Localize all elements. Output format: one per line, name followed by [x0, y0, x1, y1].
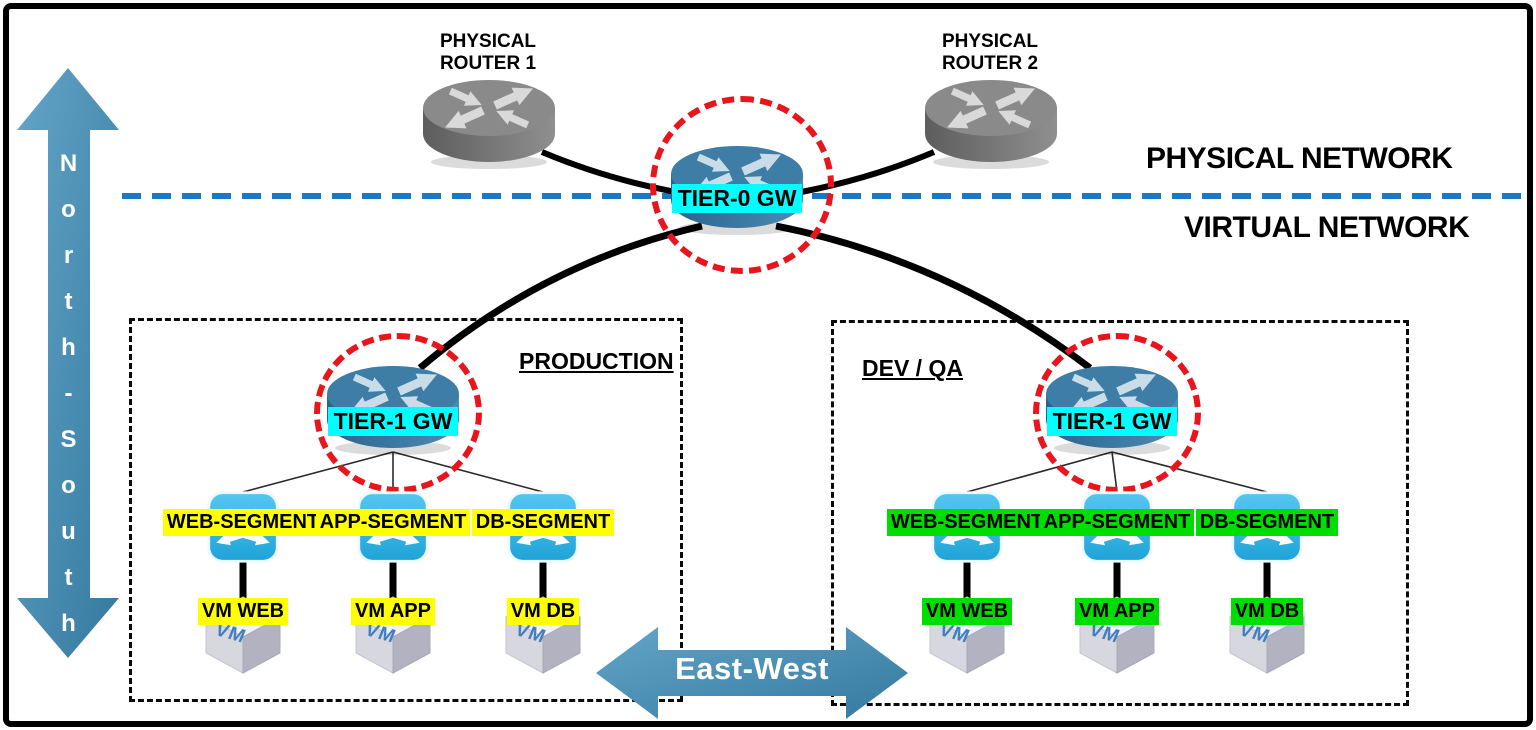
physical-router-1-icon — [423, 79, 555, 169]
physical-router-2-line2: ROUTER 2 — [941, 53, 1039, 74]
dev-web-segment-label: WEB-SEGMENT — [886, 509, 1048, 536]
production-zone-label: PRODUCTION — [519, 348, 674, 374]
physical-router-1-label: PHYSICAL ROUTER 1 — [408, 31, 568, 75]
dev-vm-app-label: VM APP — [1075, 598, 1159, 625]
prod-app-segment-label: APP-SEGMENT — [315, 509, 471, 536]
segment-label-wrap: APP-SEGMENT — [1037, 509, 1197, 536]
production-zone-box — [129, 318, 683, 702]
physical-router-2-label: PHYSICAL ROUTER 2 — [910, 31, 1070, 75]
vm-label-wrap: VM APP — [1042, 598, 1192, 625]
virtual-network-label: VIRTUAL NETWORK — [1184, 211, 1470, 244]
vm-label-wrap: VM DB — [468, 598, 618, 625]
prod-vm-app-label: VM APP — [351, 598, 435, 625]
segment-label-wrap: DB-SEGMENT — [1187, 509, 1347, 536]
tier0-gateway-label: TIER-0 GW — [671, 184, 803, 213]
north-south-arrow-icon — [17, 68, 119, 658]
tier1-production-label-wrap: TIER-1 GW — [303, 407, 483, 436]
tier0-gateway-ring — [650, 96, 834, 274]
north-south-label: North-South — [55, 150, 82, 656]
east-west-label: East-West — [675, 651, 829, 686]
east-west-arrow-icon — [596, 627, 908, 719]
segment-label-wrap: WEB-SEGMENT — [162, 509, 324, 536]
tier1-devqa-ring — [1033, 333, 1201, 493]
physical-router-2-line1: PHYSICAL — [941, 31, 1039, 52]
tier1-devqa-label: TIER-1 GW — [1046, 407, 1178, 436]
segment-label-wrap: DB-SEGMENT — [463, 509, 623, 536]
dev-vm-db-label: VM DB — [1230, 598, 1304, 625]
devqa-zone-label: DEV / QA — [862, 355, 963, 381]
tier0-gateway-label-wrap: TIER-0 GW — [647, 184, 827, 213]
devqa-zone-box — [831, 320, 1409, 706]
tier1-production-ring — [314, 333, 482, 493]
dev-vm-web-label: VM WEB — [921, 598, 1013, 625]
physical-router-2-icon — [925, 79, 1057, 169]
prod-vm-web-label: VM WEB — [197, 598, 289, 625]
vm-label-wrap: VM DB — [1192, 598, 1342, 625]
tier1-production-label: TIER-1 GW — [327, 407, 459, 436]
dev-db-segment-label: DB-SEGMENT — [1195, 509, 1339, 536]
tier1-devqa-label-wrap: TIER-1 GW — [1022, 407, 1202, 436]
prod-db-segment-label: DB-SEGMENT — [471, 509, 615, 536]
prod-web-segment-label: WEB-SEGMENT — [162, 509, 324, 536]
vm-label-wrap: VM WEB — [892, 598, 1042, 625]
segment-label-wrap: APP-SEGMENT — [313, 509, 473, 536]
segment-label-wrap: WEB-SEGMENT — [886, 509, 1048, 536]
vm-label-wrap: VM WEB — [168, 598, 318, 625]
physical-router-1-line2: ROUTER 1 — [439, 53, 537, 74]
dev-app-segment-label: APP-SEGMENT — [1039, 509, 1195, 536]
prod-vm-db-label: VM DB — [506, 598, 580, 625]
physical-router-1-line1: PHYSICAL — [439, 31, 537, 52]
vm-label-wrap: VM APP — [318, 598, 468, 625]
physical-network-label: PHYSICAL NETWORK — [1146, 142, 1453, 175]
